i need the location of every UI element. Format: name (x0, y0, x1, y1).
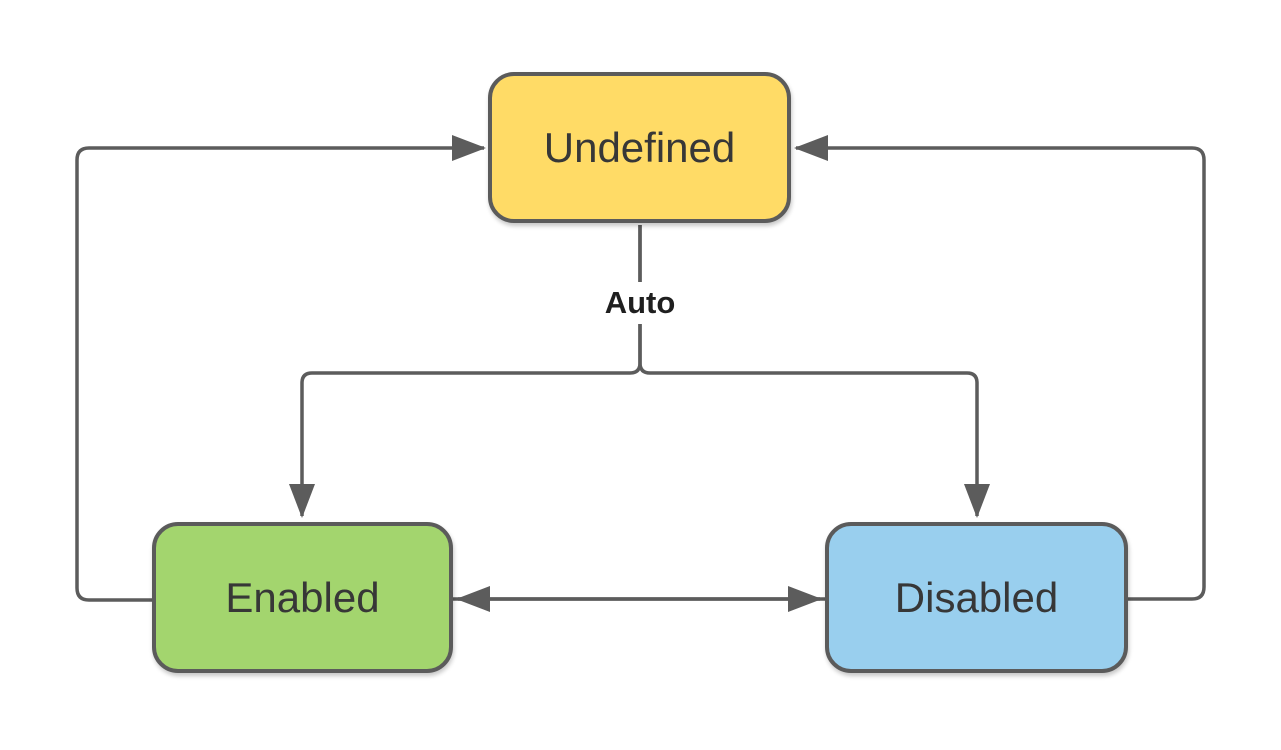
edge-disabled-to-undefined (794, 135, 1206, 601)
state-node-disabled: Disabled (825, 522, 1128, 673)
edge-undefined-to-disabled (638, 225, 990, 518)
edge-enabled-to-undefined (75, 135, 486, 602)
edge-undefined-to-enabled (289, 225, 642, 518)
edge-label-auto: Auto (595, 282, 685, 324)
state-node-enabled: Enabled (152, 522, 453, 673)
state-node-enabled-label: Enabled (225, 573, 380, 621)
state-node-undefined-label: Undefined (543, 123, 736, 171)
state-node-undefined: Undefined (488, 72, 791, 223)
state-node-disabled-label: Disabled (894, 573, 1059, 621)
